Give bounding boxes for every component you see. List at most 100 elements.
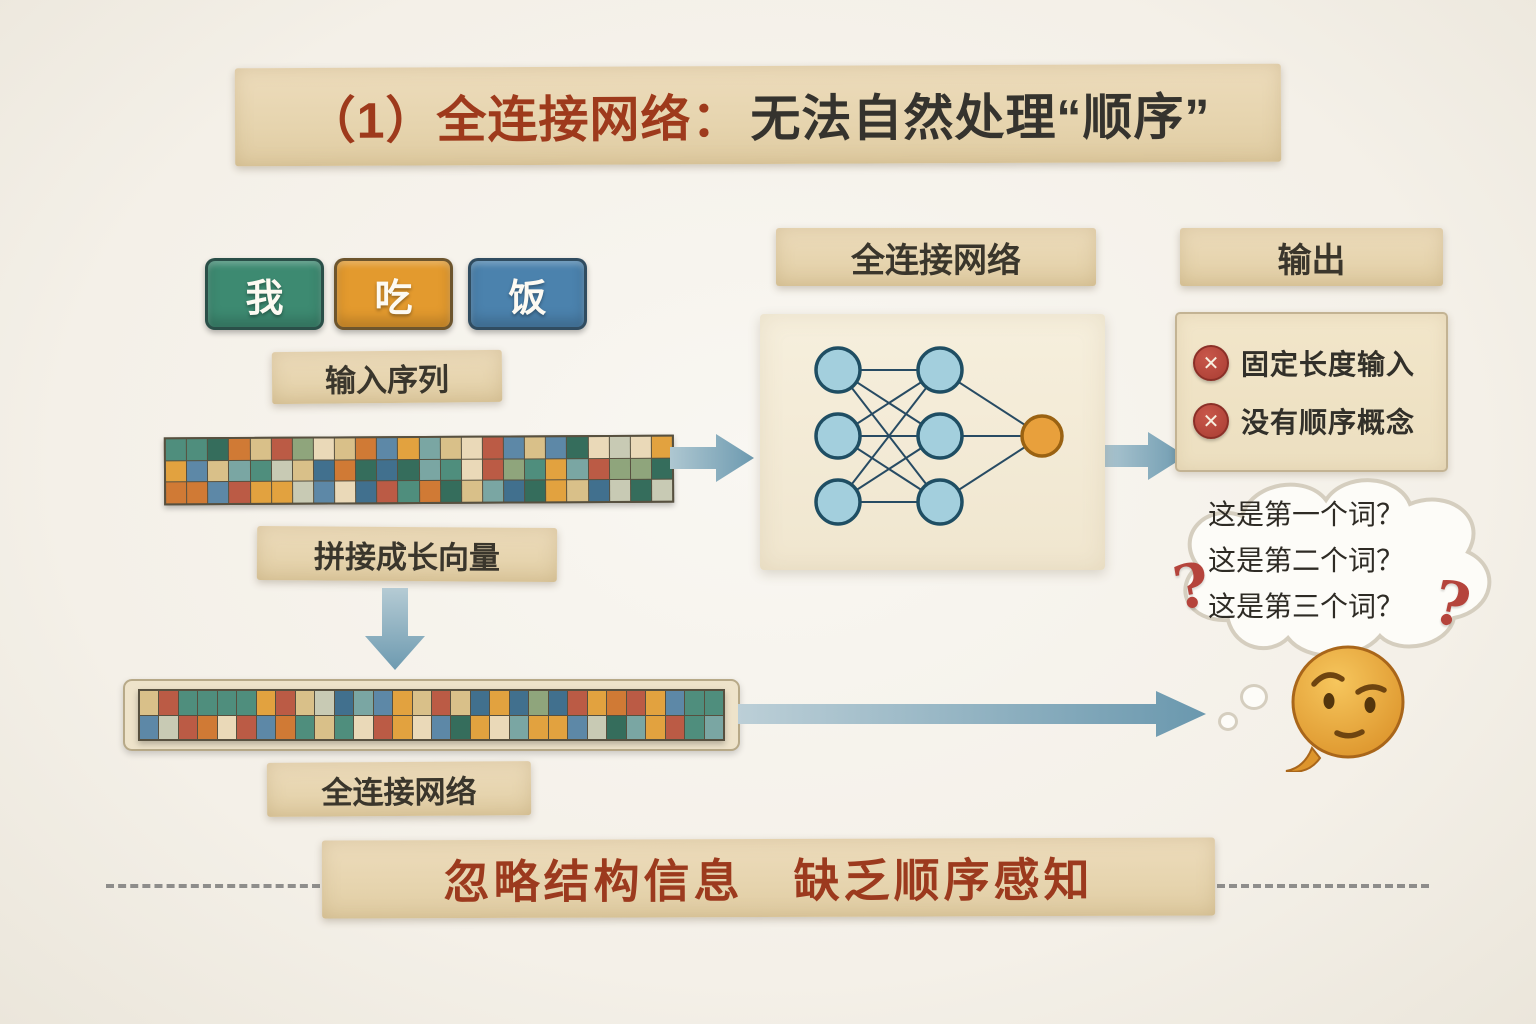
embedding-cell: [588, 480, 609, 502]
issue-text: 固定长度输入: [1241, 349, 1416, 380]
embedding-cell: [504, 480, 525, 502]
embedding-cell: [186, 439, 208, 460]
embedding-cell: [166, 482, 187, 504]
embedding-cell: [609, 436, 630, 458]
embedding-cell: [334, 691, 354, 715]
bubble-line-2: 这是第二个词？: [1208, 545, 1405, 576]
embedding-cell: [626, 715, 646, 739]
embedding-cell: [377, 459, 398, 481]
embedding-cell: [607, 715, 626, 739]
embedding-cell: [646, 691, 665, 715]
issue-row-fixed-length: ✕ 固定长度输入: [1193, 343, 1430, 383]
title-rest: 无法自然处理“顺序”: [750, 89, 1211, 148]
embedding-cell: [315, 715, 334, 739]
embedding-cell: [377, 481, 398, 503]
label-fc-network-bottom: 全连接网络: [266, 761, 532, 817]
word-token-wo: 我: [205, 258, 324, 330]
embedding-strip-input: [163, 434, 675, 506]
emoji-mouth: [1334, 729, 1365, 739]
embedding-cell: [354, 715, 373, 739]
embedding-strip-concatenated: [138, 689, 725, 741]
embedding-cell: [178, 691, 198, 715]
embedding-cell: [461, 437, 482, 459]
embedding-cell: [393, 715, 412, 739]
embedding-cell: [237, 715, 256, 739]
embedding-cell: [685, 715, 704, 739]
issue-row-no-order: ✕ 没有顺序概念: [1193, 401, 1430, 441]
embedding-cell: [503, 437, 525, 459]
embedding-cell: [217, 691, 237, 715]
embedding-cell: [187, 482, 208, 504]
embedding-cell: [609, 458, 630, 480]
embedding-cell: [451, 691, 470, 715]
arrow-shape: [738, 691, 1206, 737]
embedding-cell: [335, 481, 356, 503]
embedding-cell: [548, 715, 568, 739]
bubble-line-1: 这是第一个词？: [1208, 499, 1405, 530]
embedding-cell: [334, 459, 356, 481]
network-node: [916, 412, 964, 460]
embedding-cell: [588, 458, 609, 480]
embedding-cell: [482, 459, 504, 480]
network-node: [1020, 414, 1064, 458]
embedding-cell: [607, 691, 626, 715]
embedding-cell: [482, 437, 503, 459]
embedding-cell: [159, 691, 178, 715]
embedding-cell: [229, 438, 250, 460]
embedding-cell: [356, 481, 377, 503]
embedding-cell: [568, 715, 587, 739]
embedding-cell: [665, 691, 685, 715]
embedding-cell: [271, 481, 292, 503]
x-circle-icon: ✕: [1193, 403, 1229, 439]
embedding-cell: [355, 438, 377, 459]
embedding-cell: [587, 691, 607, 715]
embedding-cell: [548, 691, 568, 715]
embedding-cell: [419, 437, 440, 459]
word-token-chi: 吃: [334, 258, 453, 330]
embedding-cell: [393, 691, 412, 715]
embedding-cell: [295, 715, 315, 739]
embedding-cell: [377, 438, 398, 459]
embedding-cell: [229, 460, 250, 482]
emoji-eye-right: [1364, 697, 1376, 713]
emoji-face: [1291, 645, 1405, 759]
embedding-cell: [398, 459, 419, 481]
embedding-cell: [440, 459, 461, 481]
network-node: [916, 346, 964, 394]
embedding-cell: [529, 691, 548, 715]
network-node: [814, 346, 862, 394]
embedding-cell: [509, 691, 529, 715]
embedding-cell: [630, 436, 651, 458]
embedding-cell: [525, 458, 546, 480]
label-input-sequence: 输入序列: [271, 349, 503, 405]
issue-text: 没有顺序概念: [1241, 407, 1416, 438]
embedding-cell: [250, 460, 271, 482]
embedding-cell: [461, 480, 483, 502]
embedding-cell: [237, 691, 256, 715]
embedding-cell: [567, 458, 588, 480]
embedding-cell: [292, 460, 313, 481]
embedding-cell: [412, 715, 431, 739]
flow-arrow-down: [365, 588, 425, 670]
thinking-face-icon: [1285, 645, 1405, 772]
embedding-cell: [524, 437, 546, 459]
arrow-shape: [1102, 432, 1186, 480]
embedding-cell: [451, 715, 470, 739]
embedding-cell: [398, 438, 419, 459]
embedding-cell: [419, 481, 440, 502]
embedding-cell: [630, 480, 652, 501]
label-fc-network-top: 全连接网络: [776, 228, 1096, 286]
embedding-cell: [165, 439, 187, 460]
embedding-cell: [490, 715, 509, 739]
embedding-cell: [646, 715, 665, 739]
embedding-cell: [490, 691, 509, 715]
embedding-cell: [313, 438, 334, 460]
embedding-cell: [276, 691, 295, 715]
embedding-cell: [208, 460, 229, 482]
embedding-cell: [373, 715, 393, 739]
embedding-cell: [503, 459, 525, 480]
embedding-cell: [651, 436, 672, 458]
title-banner: （1）全连接网络： 无法自然处理“顺序”: [234, 63, 1282, 167]
embedding-cell: [546, 480, 567, 502]
